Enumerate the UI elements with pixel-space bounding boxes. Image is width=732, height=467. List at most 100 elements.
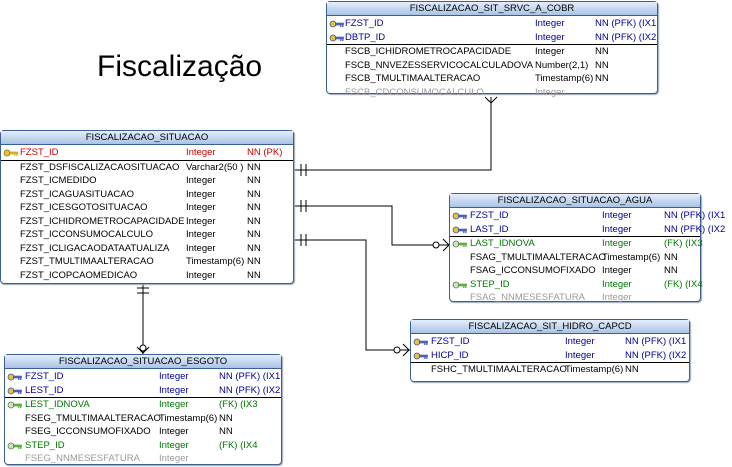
column-name: LEST_ID <box>25 384 64 396</box>
column-constraints: NN <box>595 59 609 71</box>
entity-fiscalizacao-sit-srvc-a-cobr[interactable]: FISCALIZACAO_SIT_SRVC_A_COBR FZST_ID Inte… <box>326 1 658 98</box>
column-name: FSCB_CDCONSUMOCALCULO <box>345 86 484 98</box>
column-type: Integer <box>535 31 565 43</box>
column-row: FSAG_NNMESESFATURA Integer <box>450 291 700 305</box>
column-constraints: NN <box>247 256 261 267</box>
column-row: FZST_DSFISCALIZACAOSITUACAO Varchar2(50 )… <box>1 159 293 175</box>
column-name: FZST_ICAGUASITUACAO <box>20 188 135 200</box>
column-row: FSEG_NNMESESFATURA Integer <box>5 452 281 466</box>
column-constraints: NN <box>247 161 261 173</box>
column-name: HICP_ID <box>431 349 469 361</box>
column-constraints: NN (PFK) (IX2 <box>625 349 687 361</box>
column-name: FZST_DSFISCALIZACAOSITUACAO <box>20 161 180 173</box>
column-type: Integer <box>602 292 632 303</box>
column-name: FSHC_TMULTIMAALTERACAO <box>431 364 567 375</box>
column-constraints: NN <box>595 73 609 84</box>
relationship-situacao-hidro <box>293 239 410 351</box>
entity-header: FISCALIZACAO_SITUACAO <box>1 131 293 145</box>
column-name: FSAG_ICCONSUMOFIXADO <box>470 265 596 276</box>
column-name: FZST_ID <box>470 210 509 221</box>
column-constraints: NN <box>595 46 609 57</box>
column-constraints: NN <box>247 269 261 281</box>
column-type: Integer <box>186 242 216 254</box>
column-type: Integer <box>186 229 216 240</box>
column-type: Integer <box>159 439 189 451</box>
column-type: Integer <box>535 18 565 29</box>
column-row: FZST_ICMEDIDO Integer NN <box>1 174 293 188</box>
column-name: FZST_ICOPCAOMEDICAO <box>20 269 138 281</box>
column-type: Integer <box>186 175 216 186</box>
column-type: Integer <box>186 188 216 200</box>
column-constraints: (FK) (IX3 <box>664 238 703 249</box>
column-name: STEP_ID <box>25 439 65 451</box>
column-type: Integer <box>186 202 216 213</box>
column-name: FSCB_TMULTIMAALTERACAO <box>345 73 481 84</box>
entity-header: FISCALIZACAO_SIT_SRVC_A_COBR <box>327 2 657 16</box>
column-constraints: NN <box>664 251 678 263</box>
column-type: Integer <box>159 371 189 382</box>
column-row: FZST_ICOPCAOMEDICAO Integer NN <box>1 269 293 283</box>
column-name: FZST_ID <box>25 371 64 382</box>
many-marker <box>136 346 150 354</box>
column-type: Integer <box>565 336 595 347</box>
column-name: FSEG_NNMESESFATURA <box>25 453 140 464</box>
column-type: Integer <box>602 223 632 235</box>
column-type: Integer <box>186 269 216 281</box>
column-constraints: NN (PK) <box>247 147 283 158</box>
column-constraints: NN <box>247 188 261 200</box>
column-type: Timestamp(6) <box>159 412 218 424</box>
many-marker <box>402 343 410 357</box>
column-type: Integer <box>186 215 216 227</box>
column-constraints: NN <box>625 364 639 375</box>
column-type: Integer <box>535 86 565 98</box>
column-name: FSAG_NNMESESFATURA <box>470 292 585 303</box>
column-type: Varchar2(50 ) <box>186 161 244 173</box>
column-type: Integer <box>159 426 189 437</box>
column-name: FZST_ICMEDIDO <box>20 175 97 186</box>
entity-header: FISCALIZACAO_SITUACAO_AGUA <box>450 194 700 208</box>
column-type: Integer <box>602 238 632 249</box>
column-constraints: NN (PFK) (IX1 <box>625 336 687 347</box>
column-constraints: NN (PFK) (IX2 <box>219 384 281 396</box>
column-type: Integer <box>602 278 632 290</box>
column-name: FZST_ICESGOTOSITUACAO <box>20 202 148 213</box>
column-type: Timestamp(6) <box>565 364 624 375</box>
column-name: FZST_TMULTIMAALTERACAO <box>20 256 154 267</box>
column-name: FZST_ID <box>345 18 384 29</box>
column-constraints: NN (PFK) (IX2 <box>595 31 657 43</box>
column-constraints: NN <box>247 175 261 186</box>
column-type: Integer <box>535 46 565 57</box>
column-name: LEST_IDNOVA <box>25 399 90 410</box>
column-name: LAST_ID <box>470 223 509 235</box>
column-constraints: NN <box>219 426 233 437</box>
relationship-situacao-agua <box>293 205 450 246</box>
entity-header: FISCALIZACAO_SIT_HIDRO_CAPCD <box>411 320 689 334</box>
diagram-title: Fiscalização <box>97 50 263 83</box>
column-type: Integer <box>159 453 189 464</box>
many-marker <box>484 96 498 104</box>
